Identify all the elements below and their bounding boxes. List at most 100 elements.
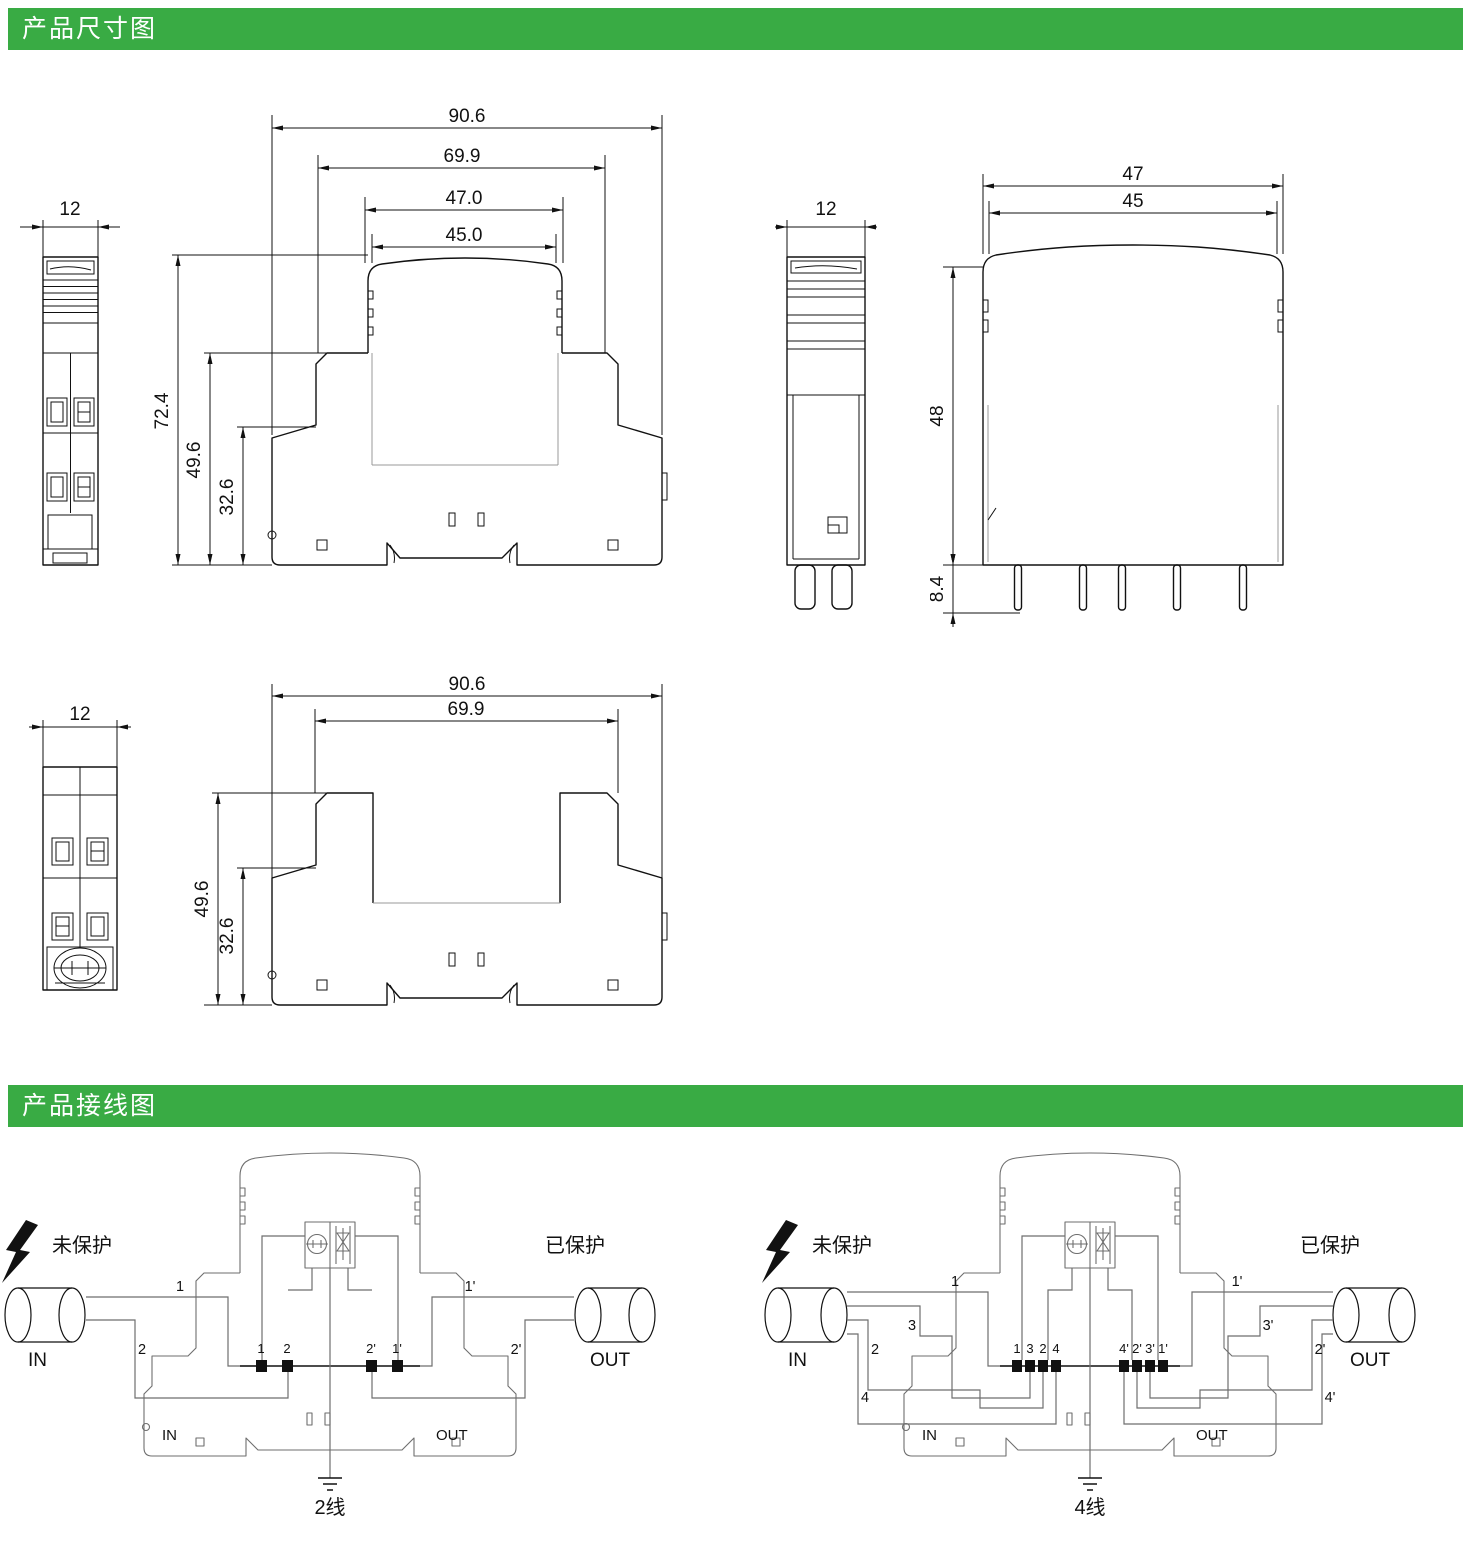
dim-label: 69.9 <box>448 699 485 720</box>
dim-72-4: 72.4 <box>152 254 368 566</box>
dim-width-12: 12 <box>20 199 120 257</box>
dim-label: 69.9 <box>444 146 481 167</box>
terminal-label: 2' <box>1132 1341 1142 1356</box>
ground-icon <box>318 1477 342 1491</box>
terminal-1 <box>1012 1360 1022 1372</box>
section-title-wiring: 产品接线图 <box>22 1092 158 1120</box>
dim-69-9: 69.9 <box>317 146 606 353</box>
terminal-label: 1' <box>392 1341 402 1356</box>
dim-47: 47 <box>982 164 1284 254</box>
dim-label: 72.4 <box>152 392 173 429</box>
wire-label-1: 1 <box>176 1279 184 1295</box>
wire-label-2: 2 <box>871 1342 879 1358</box>
module-body <box>982 244 1284 611</box>
section-header-wiring: 产品接线图 <box>8 1085 1463 1127</box>
protected-label: 已保护 <box>545 1234 605 1257</box>
tvs-diode-icon <box>335 1226 351 1264</box>
module-body <box>786 256 866 610</box>
dim-label: 47.0 <box>446 188 483 209</box>
wire-label-2p: 2' <box>1315 1342 1326 1358</box>
terminal-2p <box>366 1360 377 1372</box>
terminal-4 <box>1051 1360 1061 1372</box>
lightning-icon <box>762 1220 798 1283</box>
two-wire-diagram: 未保护 已保护 IN OUT <box>2 1152 656 1519</box>
base-outline <box>267 792 668 1006</box>
terminal-bus: 1 3 2 4 4' 2' 3' 1' <box>1000 1341 1180 1372</box>
terminal-label: 4 <box>1052 1341 1059 1356</box>
terminal-label: 2' <box>366 1341 376 1356</box>
base-outline: IN OUT <box>141 1272 517 1457</box>
dim-label: 32.6 <box>217 479 238 516</box>
section-title-dimensions: 产品尺寸图 <box>22 15 158 43</box>
dim-48: 48 <box>930 266 983 566</box>
terminal-1p <box>1158 1360 1168 1372</box>
terminal-3p <box>1145 1360 1155 1372</box>
base-out-label: OUT <box>436 1427 468 1444</box>
wire-label-1p: 1' <box>1232 1274 1243 1290</box>
base-front-view-drawing: 90.6 69.9 49.6 32.6 <box>192 675 668 1006</box>
dim-90-6: 90.6 <box>271 675 663 880</box>
base-out-label: OUT <box>1196 1427 1228 1444</box>
assembled-front-view-drawing: 90.6 69.9 47.0 45.0 72.4 49.6 <box>152 106 668 566</box>
base-in-label: IN <box>922 1427 937 1444</box>
in-cable: IN <box>4 1287 86 1371</box>
out-label: OUT <box>1350 1350 1391 1371</box>
out-cable: OUT <box>574 1287 656 1371</box>
terminal-2 <box>1038 1360 1048 1372</box>
terminal-2 <box>282 1360 293 1372</box>
two-wire-caption: 2线 <box>314 1496 345 1519</box>
dim-width-12: 12 <box>29 704 131 767</box>
tvs-diode-icon <box>1095 1226 1111 1264</box>
module-side-view-drawing: 12 <box>775 199 877 610</box>
base-in-label: IN <box>162 1427 177 1444</box>
dim-label: 90.6 <box>449 675 486 695</box>
base-body <box>42 766 118 991</box>
module-outline <box>367 257 563 466</box>
assembled-side-view-drawing: 12 <box>20 199 120 566</box>
dim-45-0: 45.0 <box>371 225 557 263</box>
out-label: OUT <box>590 1350 631 1371</box>
dim-label: 12 <box>815 199 836 220</box>
spd-module-bell <box>239 1152 421 1273</box>
terminal-label: 2 <box>1039 1341 1046 1356</box>
dim-label: 90.6 <box>449 106 486 127</box>
wire-label-2p: 2' <box>511 1342 522 1358</box>
unprotected-label: 未保护 <box>52 1234 112 1257</box>
protection-element-box <box>304 1221 356 1269</box>
terminal-label: 4' <box>1119 1341 1129 1356</box>
dim-69-9: 69.9 <box>314 699 619 793</box>
wire-label-4: 4 <box>861 1390 869 1406</box>
in-label: IN <box>28 1350 47 1371</box>
dim-label: 12 <box>59 199 80 220</box>
terminal-2p <box>1132 1360 1142 1372</box>
ground-connection <box>1078 1268 1102 1491</box>
terminal-label: 3 <box>1026 1341 1033 1356</box>
dim-label: 49.6 <box>184 442 205 479</box>
dim-label: 8.4 <box>930 575 948 602</box>
terminal-label: 1' <box>1158 1341 1168 1356</box>
terminal-label: 2 <box>283 1341 290 1356</box>
ground-screw <box>46 946 114 991</box>
terminal-label: 3' <box>1145 1341 1155 1356</box>
spd-module-bell <box>999 1152 1181 1273</box>
module-pins <box>1013 564 1248 611</box>
dim-32-6: 32.6 <box>217 426 316 565</box>
wire-label-4p: 4' <box>1325 1390 1336 1406</box>
out-cable: OUT <box>1332 1287 1416 1371</box>
dim-label: 48 <box>930 405 948 426</box>
dim-label: 49.6 <box>192 881 213 918</box>
terminal-1p <box>392 1360 403 1372</box>
unprotected-label: 未保护 <box>812 1234 872 1257</box>
protection-element-box <box>1064 1221 1116 1269</box>
lightning-icon <box>2 1220 38 1283</box>
dim-label: 45 <box>1122 191 1143 212</box>
terminal-label: 1 <box>1013 1341 1020 1356</box>
in-cable: IN <box>764 1287 848 1371</box>
module-front-view-drawing: 47 45 48 8.4 <box>930 164 1284 627</box>
dim-label: 47 <box>1122 164 1143 185</box>
dim-45: 45 <box>988 191 1278 254</box>
ground-connection <box>318 1268 342 1491</box>
wire-label-1: 1 <box>951 1274 959 1290</box>
section-header-dimensions: 产品尺寸图 <box>8 8 1463 50</box>
